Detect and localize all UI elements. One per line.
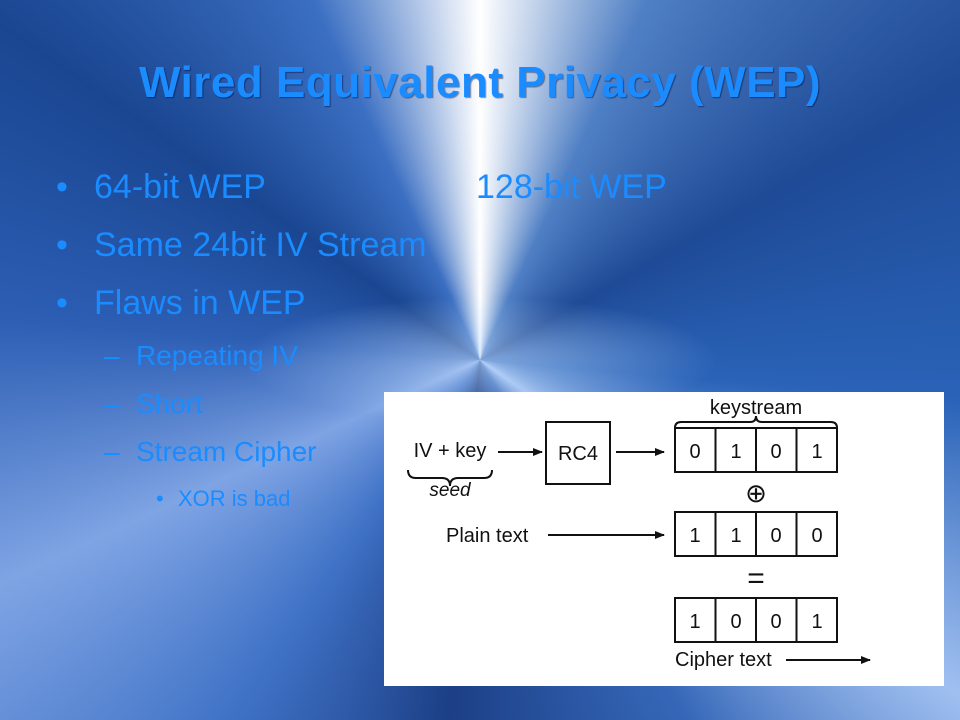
bullet-128bit: 128-bit WEP	[476, 168, 667, 206]
diagram-canvas: keystream IV + key seed RC4 0 1 0	[407, 397, 871, 671]
dash-icon: –	[104, 436, 120, 467]
wep-encryption-diagram: keystream IV + key seed RC4 0 1 0	[384, 392, 944, 686]
seed-brace	[407, 469, 493, 487]
bullet-dot-icon: •	[56, 226, 68, 264]
keystream-label: keystream	[710, 397, 802, 419]
bullet-dot-icon: •	[156, 486, 164, 511]
plaintext-bit: 1	[689, 525, 700, 547]
ciphertext-bit: 1	[689, 611, 700, 633]
plaintext-bit: 1	[730, 525, 741, 547]
plaintext-label: Plain text	[446, 525, 529, 547]
keystream-bits: 0 1 0 1	[674, 427, 838, 473]
bullet-dot-icon: •	[56, 168, 68, 206]
ciphertext-label: Cipher text	[675, 649, 772, 671]
ciphertext-bit: 0	[730, 611, 741, 633]
keystream-brace	[674, 415, 838, 429]
plaintext-bit: 0	[770, 525, 781, 547]
keystream-bit: 0	[770, 441, 781, 463]
keystream-bit: 1	[730, 441, 741, 463]
ciphertext-bit: 1	[811, 611, 822, 633]
slide-title: Wired Equivalent Privacy (WEP)	[138, 58, 822, 107]
plaintext-bit: 0	[811, 525, 822, 547]
equals-icon: =	[747, 562, 765, 595]
xor-icon: ⊕	[745, 478, 767, 508]
rc4-box	[545, 421, 611, 485]
dash-icon: –	[104, 340, 120, 371]
keystream-bit: 0	[689, 441, 700, 463]
keystream-bit: 1	[811, 441, 822, 463]
ciphertext-bits: 1 0 0 1	[674, 597, 838, 643]
iv-key-label: IV + key	[414, 440, 487, 462]
bullet-dot-icon: •	[56, 284, 68, 322]
rc4-label: RC4	[558, 443, 598, 465]
plaintext-bits: 1 1 0 0	[674, 511, 838, 557]
dash-icon: –	[104, 388, 120, 419]
ciphertext-bit: 0	[770, 611, 781, 633]
seed-label: seed	[429, 480, 472, 501]
bullet-64bit: 64-bit WEP	[94, 168, 266, 206]
